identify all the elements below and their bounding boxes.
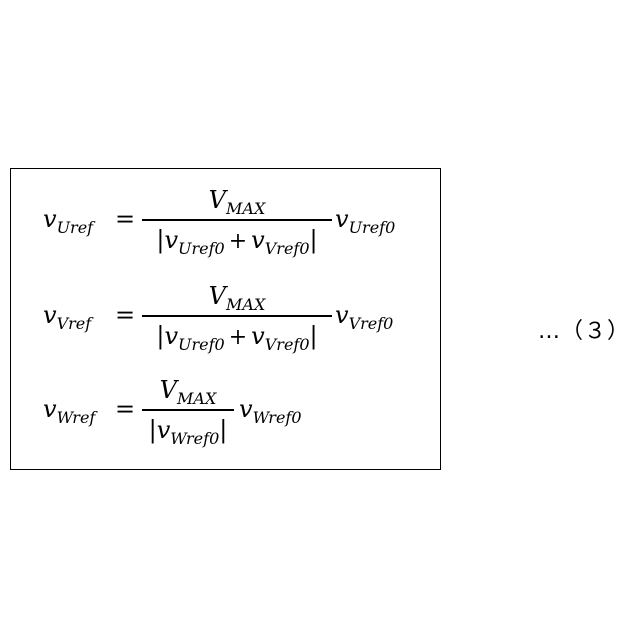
lhs: vUref	[43, 205, 93, 233]
variable: v	[164, 322, 178, 350]
subscript: Vref0	[265, 335, 310, 354]
equation-box: vUref = VMAX |vUref0+vVref0| vUref0 vVre…	[10, 168, 441, 470]
variable: v	[251, 322, 265, 350]
denominator: |vUref0+vVref0|	[142, 317, 332, 355]
variable: v	[43, 301, 57, 329]
abs-bar-left: |	[149, 416, 157, 444]
variable: v	[335, 205, 349, 233]
rhs: vUref0	[335, 205, 395, 233]
lhs: vVref	[43, 301, 91, 329]
variable: v	[335, 301, 349, 329]
variable: V	[209, 282, 226, 310]
subscript: Vref0	[349, 314, 394, 333]
fraction: VMAX |vWref0|	[142, 369, 234, 449]
plus-sign: +	[225, 325, 251, 350]
plus-sign: +	[225, 229, 251, 254]
variable: V	[209, 186, 226, 214]
subscript: MAX	[226, 199, 265, 218]
rhs: vVref0	[335, 301, 393, 329]
subscript: Uref	[57, 218, 94, 237]
subscript: Uref0	[349, 218, 396, 237]
subscript: Vref	[57, 314, 92, 333]
abs-bar-right: |	[310, 322, 318, 350]
fraction: VMAX |vUref0+vVref0|	[142, 179, 332, 259]
variable: v	[164, 226, 178, 254]
variable: v	[43, 205, 57, 233]
subscript: Wref0	[170, 429, 219, 448]
denominator: |vUref0+vVref0|	[142, 221, 332, 259]
equals-sign: =	[115, 395, 135, 423]
denominator: |vWref0|	[142, 411, 234, 449]
equals-sign: =	[115, 301, 135, 329]
abs-bar-right: |	[219, 416, 227, 444]
variable: v	[239, 395, 253, 423]
subscript: Wref	[57, 408, 96, 427]
numerator: VMAX	[142, 369, 234, 407]
numerator: VMAX	[142, 275, 332, 313]
equation-number: …（３）	[538, 313, 630, 345]
abs-bar-right: |	[310, 226, 318, 254]
subscript: Uref0	[178, 335, 225, 354]
variable: v	[43, 395, 57, 423]
variable: v	[157, 416, 171, 444]
subscript: Vref0	[265, 239, 310, 258]
subscript: Wref0	[253, 408, 302, 427]
variable: V	[160, 376, 177, 404]
subscript: MAX	[226, 295, 265, 314]
numerator: VMAX	[142, 179, 332, 217]
subscript: MAX	[177, 389, 216, 408]
subscript: Uref0	[178, 239, 225, 258]
variable: v	[251, 226, 265, 254]
lhs: vWref	[43, 395, 95, 423]
fraction: VMAX |vUref0+vVref0|	[142, 275, 332, 355]
equals-sign: =	[115, 205, 135, 233]
rhs: vWref0	[239, 395, 302, 423]
